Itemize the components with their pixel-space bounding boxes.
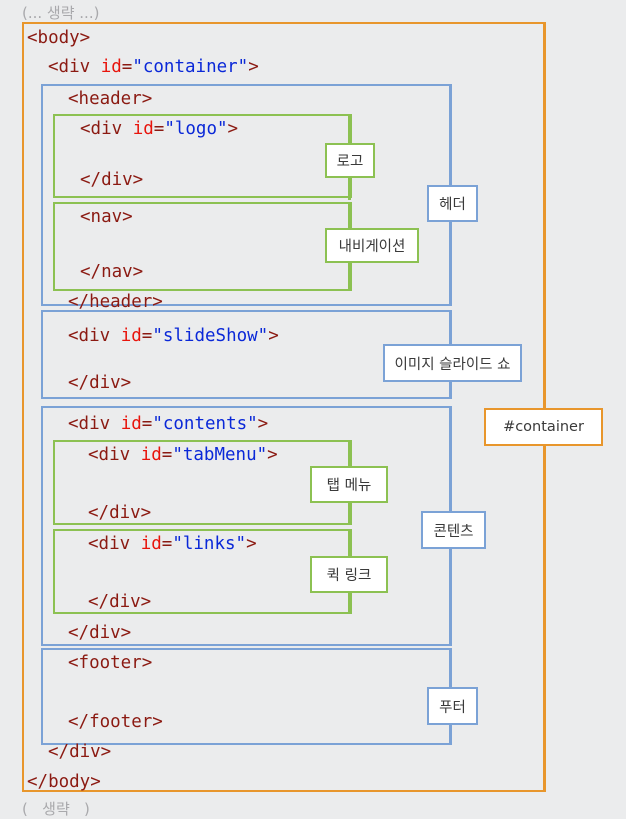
- connector-logo: [348, 114, 351, 144]
- code-line-slideshow-open: <div id="slideShow">: [68, 326, 279, 346]
- code-eq-slideshow: =: [141, 326, 153, 346]
- code-eq-tabmenu: =: [161, 445, 173, 465]
- code-tag-contents-close-bracket: >: [257, 414, 269, 434]
- code-eq-contents: =: [141, 414, 153, 434]
- code-val-container: "container": [132, 57, 249, 77]
- connector-tabmenu: [348, 440, 351, 467]
- code-attr-slideshow-id: id: [120, 326, 142, 346]
- omission-marker-bottom: ( 생략 ): [22, 800, 90, 818]
- code-line-tabmenu-open: <div id="tabMenu">: [88, 445, 278, 465]
- connector-footer: [449, 648, 452, 688]
- connector-footer-lower: [449, 724, 452, 745]
- code-tag-slideshow-close-bracket: >: [268, 326, 279, 346]
- connector-container: [543, 22, 546, 408]
- code-val-contents: "contents": [152, 414, 258, 434]
- code-tag-tabmenu-open: <div: [88, 445, 141, 465]
- code-attr-container-id: id: [100, 57, 122, 77]
- callout-contents: 콘텐츠: [421, 511, 486, 549]
- connector-tabmenu-lower: [348, 502, 351, 525]
- code-eq-links: =: [161, 534, 173, 554]
- code-val-logo: "logo": [164, 119, 228, 139]
- callout-links: 퀵 링크: [310, 556, 388, 593]
- code-line-contents-close: </div>: [68, 623, 132, 643]
- connector-contents-lower: [449, 548, 452, 646]
- callout-slideshow: 이미지 슬라이드 쇼: [383, 344, 522, 382]
- code-tag-links-open: <div: [88, 534, 141, 554]
- omission-marker-top: (... 생략 ...): [22, 4, 100, 22]
- code-tag-container-open: <div: [48, 57, 101, 77]
- code-tag-logo-close-bracket: >: [227, 119, 239, 139]
- code-attr-logo-id: id: [132, 119, 154, 139]
- code-line-logo-open: <div id="logo">: [80, 119, 239, 139]
- connector-nav-lower: [348, 262, 351, 291]
- connector-container-lower: [543, 445, 546, 792]
- code-line-container-open: <div id="container">: [48, 57, 259, 77]
- code-val-links: "links": [172, 534, 247, 554]
- callout-container: #container: [484, 408, 603, 446]
- code-attr-links-id: id: [140, 534, 162, 554]
- code-line-footer-open: <footer>: [68, 653, 153, 673]
- code-line-container-close: </div>: [48, 742, 112, 762]
- code-tag-slideshow-open: <div: [68, 326, 121, 346]
- callout-footer: 푸터: [427, 687, 478, 725]
- callout-nav: 내비게이션: [325, 228, 419, 263]
- connector-header: [449, 84, 452, 186]
- code-tag-logo-open: <div: [80, 119, 133, 139]
- code-line-links-open: <div id="links">: [88, 534, 257, 554]
- code-line-header-open: <header>: [68, 89, 153, 109]
- connector-logo-lower: [348, 177, 351, 200]
- callout-header: 헤더: [427, 185, 478, 222]
- code-val-slideshow: "slideShow": [152, 326, 269, 346]
- code-line-logo-close: </div>: [80, 170, 144, 190]
- connector-contents: [449, 406, 452, 512]
- code-attr-tabmenu-id: id: [140, 445, 162, 465]
- connector-slideshow: [449, 310, 452, 345]
- connector-links: [348, 529, 351, 557]
- code-line-links-close: </div>: [88, 592, 152, 612]
- code-line-slideshow-close: </div>: [68, 373, 132, 393]
- code-line-footer-close: </footer>: [68, 712, 163, 732]
- code-line-header-close: </header>: [68, 292, 163, 312]
- code-eq-container: =: [121, 57, 133, 77]
- connector-slideshow-lower: [449, 381, 452, 399]
- code-line-nav-open: <nav>: [80, 207, 133, 227]
- code-val-tabmenu: "tabMenu": [172, 445, 268, 465]
- connector-links-lower: [348, 592, 351, 614]
- code-tag-tabmenu-close-bracket: >: [267, 445, 278, 465]
- code-line-tabmenu-close: </div>: [88, 503, 152, 523]
- code-line-contents-open: <div id="contents">: [68, 414, 269, 434]
- code-eq-logo: =: [153, 119, 165, 139]
- code-tag-container-close-bracket: >: [248, 57, 259, 77]
- code-tag-links-close-bracket: >: [246, 534, 257, 554]
- code-line-body-close: </body>: [27, 772, 101, 792]
- connector-nav: [348, 202, 351, 228]
- connector-header-lower: [449, 221, 452, 306]
- code-attr-contents-id: id: [120, 414, 142, 434]
- callout-logo: 로고: [325, 143, 375, 178]
- callout-tabmenu: 탭 메뉴: [310, 466, 388, 503]
- code-line-nav-close: </nav>: [80, 262, 144, 282]
- code-line-body-open: <body>: [27, 28, 91, 48]
- code-tag-contents-open: <div: [68, 414, 121, 434]
